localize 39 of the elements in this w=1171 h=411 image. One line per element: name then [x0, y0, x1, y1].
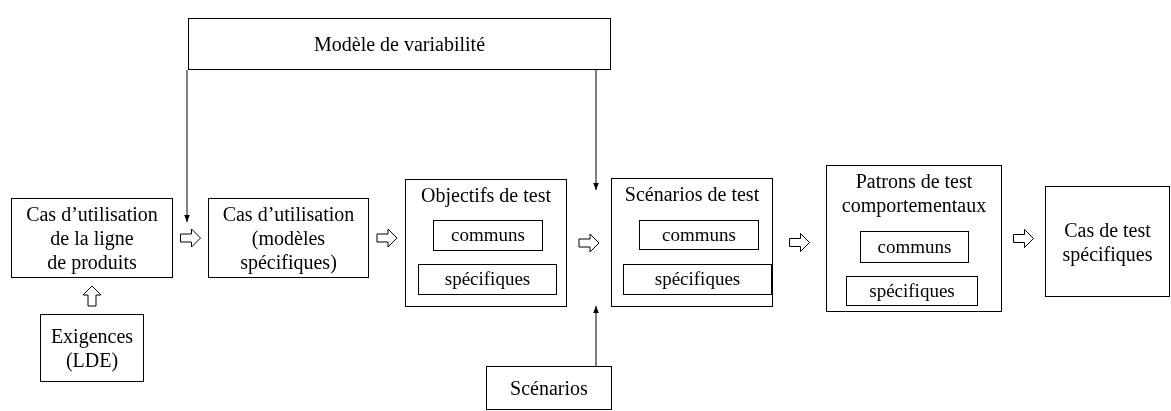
process-box [846, 276, 978, 306]
node-label: spécifiques [443, 268, 532, 291]
node-label: communs [661, 223, 737, 247]
node-label: Patrons de test comportementaux [840, 169, 988, 217]
process-box [40, 314, 144, 382]
hollow-arrow [82, 285, 102, 307]
node-label: Cas de test spécifiques [1061, 217, 1154, 266]
node-label: Scénarios [509, 376, 589, 400]
process-box [860, 231, 969, 263]
node-label: spécifiques [868, 279, 956, 303]
node-label: Cas d’utilisation de la ligne de produits [25, 202, 159, 274]
process-box [405, 179, 567, 307]
node-label: Exigences (LDE) [49, 324, 135, 372]
process-box [611, 178, 773, 307]
arrow [184, 69, 190, 223]
process-box [418, 264, 557, 295]
process-box [826, 165, 1002, 312]
node-label: communs [450, 224, 526, 247]
process-box [433, 220, 543, 251]
arrow [593, 305, 599, 367]
hollow-arrow [578, 233, 600, 253]
node-label: spécifiques [653, 268, 742, 291]
hollow-arrow [1013, 229, 1034, 248]
node-label: Modèle de variabilité [312, 32, 486, 56]
node-label: Scénarios de test [623, 182, 761, 206]
arrow [593, 69, 599, 191]
process-box [1045, 186, 1170, 297]
process-box [486, 366, 612, 410]
process-box [639, 220, 759, 250]
node-label: communs [876, 235, 953, 259]
hollow-arrow [180, 228, 201, 248]
process-box [11, 198, 173, 278]
hollow-arrow [376, 228, 398, 248]
process-box [623, 264, 772, 295]
process-box [208, 198, 369, 278]
process-box [188, 18, 611, 70]
node-label: Objectifs de test [420, 183, 552, 207]
node-label: Cas d’utilisation (modèles spécifiques) [221, 202, 356, 274]
hollow-arrow [789, 233, 810, 252]
